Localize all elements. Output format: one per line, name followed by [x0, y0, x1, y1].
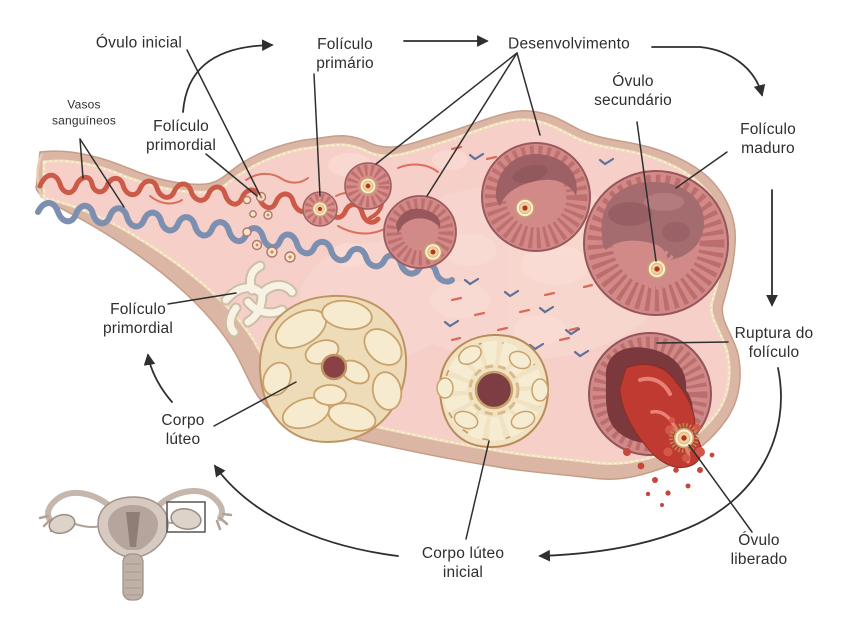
early-antral-follicle [383, 195, 457, 269]
arrow-to-corpo-luteo-inicial [538, 367, 782, 562]
growing-follicle [344, 162, 392, 210]
corpus-luteum-center [320, 353, 348, 381]
vagina [122, 553, 144, 601]
label-foliculo-primordial-top: Folículo primordial [145, 118, 217, 154]
cumulus-cells [636, 248, 678, 290]
line-desenvolvimento-c [516, 52, 541, 136]
fallopian-tube-left [45, 489, 113, 523]
uterine-cavity [126, 512, 140, 547]
corpus-luteum [258, 294, 408, 444]
label-vasos-sanguineos: Vasos sanguíneos [51, 97, 117, 127]
mature-follicle [583, 170, 729, 316]
label-corpo-luteo-inicial: Corpo lúteo inicial [421, 545, 505, 581]
released-ovum [663, 417, 705, 462]
line-ovulo-liberado [688, 444, 753, 533]
line-vasos-b [79, 138, 125, 208]
label-foliculo-primario: Folículo primário [316, 36, 374, 72]
line-desenvolvimento-b [426, 52, 518, 197]
ruptured-follicle [588, 332, 715, 507]
label-ovulo-inicial: Óvulo inicial [95, 34, 183, 52]
primary-follicle [302, 191, 338, 227]
label-ovulo-secundario: Óvulo secundário [594, 73, 672, 109]
label-ruptura-do-foliculo: Ruptura do folículo [734, 325, 814, 361]
cycle-arrows [143, 35, 782, 562]
blood-droplets [623, 448, 715, 507]
fallopian-tube-right [155, 488, 225, 521]
arrow-to-corpo-luteo [213, 464, 399, 557]
ovary-right-inset [170, 508, 202, 530]
stalk-cut-edge [36, 153, 44, 199]
label-corpo-luteo: Corpo lúteo [161, 412, 205, 448]
label-foliculo-maduro: Folículo maduro [740, 121, 796, 157]
line-corpo-luteo [213, 381, 297, 427]
atretic-white-structure [220, 260, 298, 338]
arrow-to-foliculo-primario [182, 39, 274, 113]
line-foliculo-maduro [675, 151, 728, 189]
ovary-left-inset [48, 513, 76, 535]
line-ovulo-inicial [186, 49, 261, 196]
line-vasos-a [79, 138, 84, 179]
early-corpus-luteum [436, 333, 550, 449]
line-foliculo-primario [313, 73, 321, 197]
line-ovulo-secundario [636, 121, 657, 262]
primordial-follicle-cluster [242, 191, 296, 263]
secondary-follicle [481, 142, 591, 252]
arrow-to-foliculo-primordial [143, 353, 173, 403]
corona-radiata [669, 423, 699, 453]
line-corpo-luteo-inicial [465, 440, 490, 540]
line-desenvolvimento-a [375, 52, 518, 165]
line-ruptura [656, 341, 729, 344]
antrum-crescent [396, 208, 441, 234]
arrow-to-foliculo-maduro [651, 46, 766, 97]
inset-highlight-box [166, 501, 206, 533]
label-foliculo-primordial-left: Folículo primordial [102, 301, 174, 337]
uterus-inset [38, 488, 233, 601]
early-corpus-luteum-center [474, 370, 514, 410]
line-foliculo-primordial-left [167, 292, 237, 305]
line-foliculo-primordial-top [205, 153, 258, 197]
pointer-lines [79, 49, 753, 540]
ovary-beaded-line [43, 119, 730, 465]
label-ovulo-liberado: Óvulo liberado [730, 532, 788, 568]
label-desenvolvimento: Desenvolvimento [508, 35, 630, 53]
